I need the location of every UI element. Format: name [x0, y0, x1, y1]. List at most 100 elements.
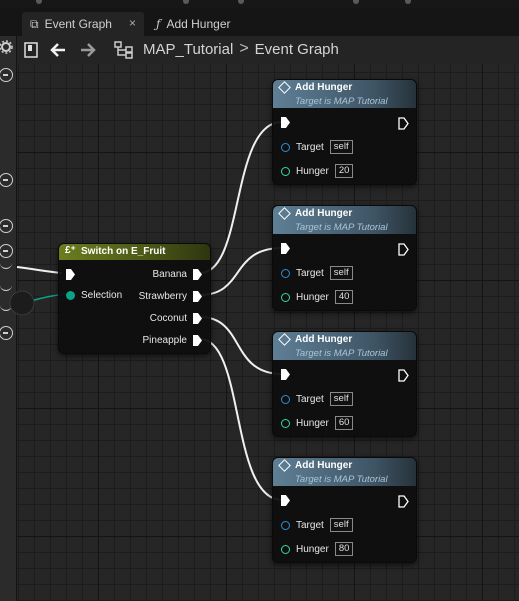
node-subtitle: Target is MAP Tutorial	[295, 96, 388, 107]
function-node-icon	[278, 333, 291, 346]
add-icon[interactable]	[0, 326, 13, 340]
exec-input-pin[interactable]	[281, 369, 290, 380]
pineapple-output-pin[interactable]: Pineapple	[143, 335, 202, 346]
target-value: self	[329, 518, 353, 532]
expand-arrow-icon[interactable]	[0, 260, 12, 269]
tab-add-hunger[interactable]: ƒ Add Hunger	[148, 12, 258, 36]
function-icon: ƒ	[156, 17, 161, 31]
add-icon[interactable]	[0, 219, 13, 233]
pin-label: Hunger	[296, 165, 329, 177]
exec-output-pin[interactable]	[398, 369, 409, 382]
tab-event-graph[interactable]: ⧉ Event Graph ×	[22, 12, 144, 36]
pin-label: Target	[296, 519, 324, 531]
add-icon[interactable]	[0, 244, 13, 258]
pin-label: Hunger	[296, 291, 329, 303]
tab-label: Event Graph	[44, 17, 112, 31]
menu-handle-icon	[405, 0, 411, 4]
node-title: Add Hunger	[295, 460, 353, 471]
node-title: Add Hunger	[295, 82, 353, 93]
switch-on-enum-node[interactable]: £⁺ Switch on E_Fruit Selection Banana St…	[58, 243, 211, 354]
pin-label: Target	[296, 393, 324, 405]
exec-output-pin[interactable]	[398, 495, 409, 508]
graph-toolbar	[0, 36, 519, 65]
tab-bar: ⧉ Event Graph × ƒ Add Hunger	[0, 8, 519, 36]
selection-pin[interactable]: Selection	[66, 290, 122, 301]
strawberry-output-pin[interactable]: Strawberry	[139, 291, 202, 302]
exec-input-pin[interactable]	[281, 495, 290, 506]
hunger-value-input[interactable]: 60	[334, 416, 354, 430]
pin-label: Coconut	[149, 313, 187, 324]
hunger-pin[interactable]: Hunger 80	[281, 542, 354, 556]
pin-label: Selection	[81, 290, 123, 301]
expand-arrow-icon[interactable]	[0, 302, 12, 311]
target-value: self	[329, 266, 353, 280]
expand-arrow-icon[interactable]	[0, 282, 12, 291]
menu-handle-icon	[353, 0, 359, 4]
breadcrumb: MAP_Tutorial > Event Graph	[143, 40, 339, 58]
hunger-value-input[interactable]: 40	[334, 290, 354, 304]
target-pin[interactable]: Target self	[281, 392, 353, 406]
exec-wire-pineapple	[199, 338, 283, 501]
node-subtitle: Target is MAP Tutorial	[295, 474, 388, 485]
pin-label: Target	[296, 141, 324, 153]
forward-arrow-icon[interactable]	[79, 42, 97, 58]
hunger-pin[interactable]: Hunger 20	[281, 164, 354, 178]
target-pin[interactable]: Target self	[281, 518, 353, 532]
add-hunger-node[interactable]: Add Hunger Target is MAP Tutorial Target…	[272, 457, 417, 563]
close-icon[interactable]: ×	[128, 16, 136, 30]
left-side-panel	[0, 36, 17, 601]
back-arrow-icon[interactable]	[49, 42, 67, 58]
coconut-output-pin[interactable]: Coconut	[150, 313, 202, 324]
tab-label: Add Hunger	[166, 17, 231, 31]
settings-gear-icon[interactable]	[0, 40, 13, 54]
exec-wire-strawberry	[199, 247, 283, 296]
enum-switch-icon: £⁺	[65, 245, 76, 256]
function-node-icon	[278, 81, 291, 94]
add-hunger-node[interactable]: Add Hunger Target is MAP Tutorial Target…	[272, 79, 417, 185]
target-pin[interactable]: Target self	[281, 266, 353, 280]
node-subtitle: Target is MAP Tutorial	[295, 222, 388, 233]
menu-handle-icon	[238, 0, 244, 4]
node-subtitle: Target is MAP Tutorial	[295, 348, 388, 359]
hierarchy-icon	[114, 41, 133, 59]
breadcrumb-separator: >	[239, 40, 249, 57]
hunger-pin[interactable]: Hunger 60	[281, 416, 354, 430]
node-header: Add Hunger Target is MAP Tutorial	[273, 458, 416, 486]
pin-label: Hunger	[296, 417, 329, 429]
target-value: self	[329, 392, 353, 406]
menu-handle-icon	[36, 0, 42, 4]
function-node-icon	[278, 207, 291, 220]
pin-label: Banana	[152, 269, 187, 280]
exec-output-pin[interactable]	[398, 243, 409, 256]
exec-input-pin[interactable]	[281, 117, 290, 128]
exec-input-pin[interactable]	[66, 269, 75, 280]
bookmark-icon[interactable]	[24, 42, 38, 58]
graph-icon: ⧉	[30, 16, 39, 31]
exec-wire-in	[16, 266, 63, 274]
node-title: Switch on E_Fruit	[81, 246, 166, 257]
hunger-value-input[interactable]: 20	[334, 164, 354, 178]
hunger-value-input[interactable]: 80	[334, 542, 354, 556]
breadcrumb-root[interactable]: MAP_Tutorial	[143, 40, 234, 58]
add-icon[interactable]	[0, 173, 13, 187]
node-header: Add Hunger Target is MAP Tutorial	[273, 80, 416, 108]
node-title: Add Hunger	[295, 334, 353, 345]
exec-wire-banana	[199, 121, 283, 274]
hunger-pin[interactable]: Hunger 40	[281, 290, 354, 304]
reroute-knot[interactable]	[9, 290, 35, 316]
pin-label: Strawberry	[138, 291, 187, 302]
pin-label: Hunger	[296, 543, 329, 555]
exec-input-pin[interactable]	[281, 243, 290, 254]
add-hunger-node[interactable]: Add Hunger Target is MAP Tutorial Target…	[272, 331, 417, 437]
add-hunger-node[interactable]: Add Hunger Target is MAP Tutorial Target…	[272, 205, 417, 311]
add-icon[interactable]	[0, 68, 13, 82]
menu-handle-icon	[183, 0, 189, 4]
exec-output-pin[interactable]	[398, 117, 409, 130]
breadcrumb-current: Event Graph	[254, 40, 339, 58]
node-header: Add Hunger Target is MAP Tutorial	[273, 332, 416, 360]
pin-label: Target	[296, 267, 324, 279]
banana-output-pin[interactable]: Banana	[153, 269, 202, 280]
pin-label: Pineapple	[142, 335, 187, 346]
